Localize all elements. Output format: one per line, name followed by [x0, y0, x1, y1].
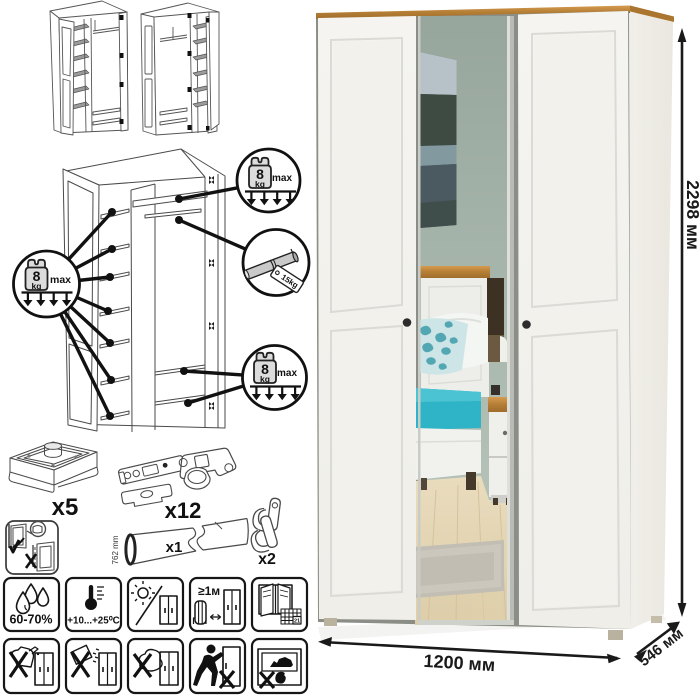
svg-text:x12: x12 — [165, 498, 202, 523]
svg-text:+10...+25⁰C: +10...+25⁰C — [67, 616, 119, 627]
svg-text:max: max — [277, 368, 297, 379]
svg-text:max: max — [272, 173, 292, 184]
svg-text:1200 мм: 1200 мм — [423, 651, 496, 675]
svg-text:60-70%: 60-70% — [9, 613, 52, 627]
svg-text:x5: x5 — [52, 494, 79, 521]
svg-text:x2: x2 — [258, 551, 276, 568]
svg-text:max: max — [50, 274, 71, 286]
svg-text:21: 21 — [294, 619, 300, 625]
svg-text:2298 мм: 2298 мм — [683, 180, 700, 250]
svg-text:≥1м: ≥1м — [198, 584, 220, 598]
svg-text:762 mm: 762 mm — [111, 535, 120, 564]
svg-text:x1: x1 — [166, 539, 183, 556]
